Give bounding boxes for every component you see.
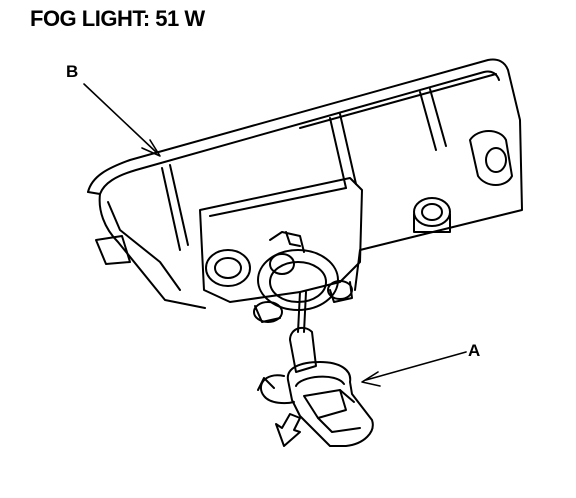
- callout-label-a: A: [468, 341, 481, 360]
- rotation-arrow-icon: [257, 374, 295, 405]
- fog-light-housing: [87, 58, 523, 323]
- bulb-socket: [286, 291, 374, 447]
- callout-label-b: B: [66, 62, 79, 81]
- leader-line-b: [83, 83, 161, 157]
- removal-arrow-icon: [275, 413, 301, 447]
- leader-line-a: [361, 351, 467, 387]
- diagram-title: FOG LIGHT: 51 W: [30, 6, 205, 31]
